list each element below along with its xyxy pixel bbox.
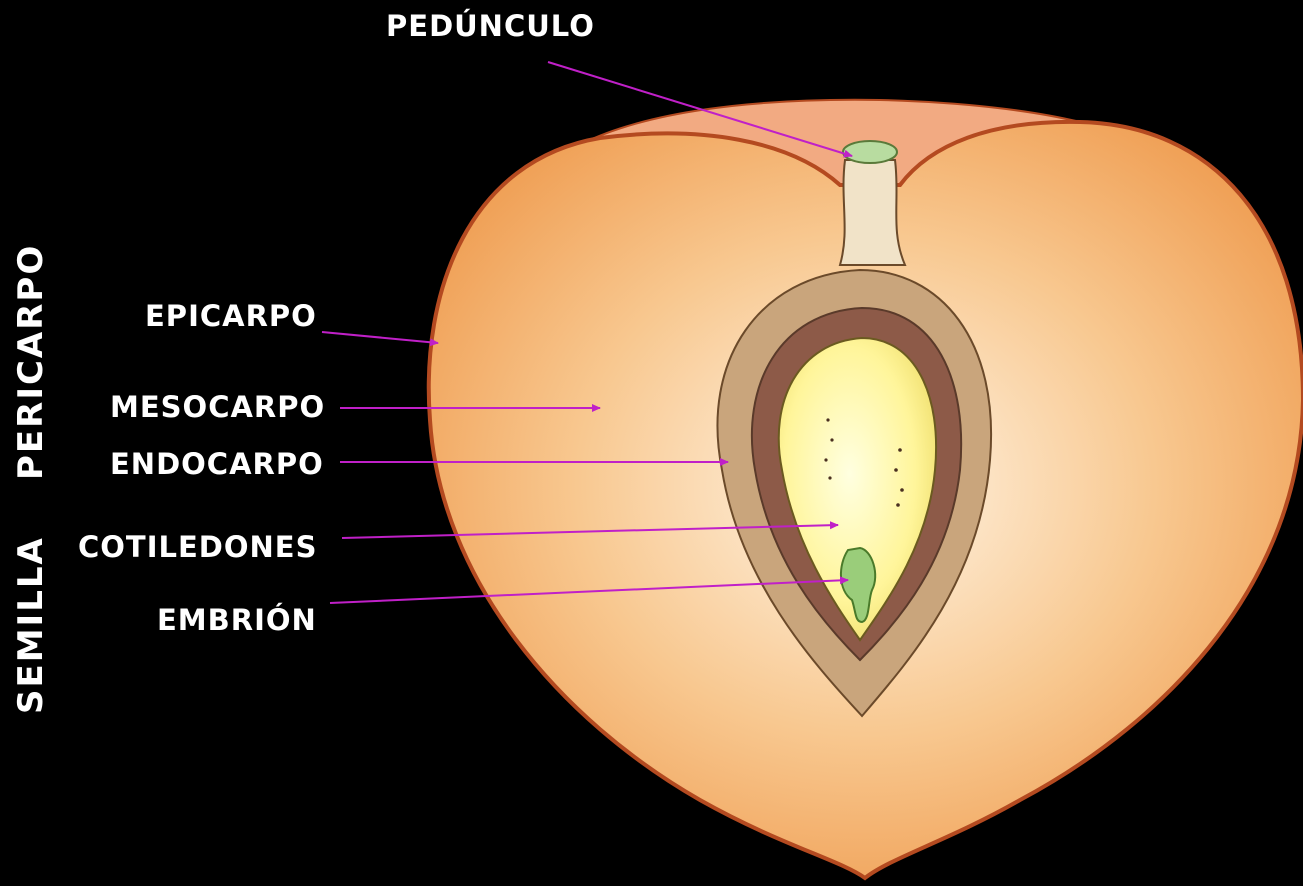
label-peduncle: PEDÚNCULO <box>386 12 595 41</box>
group-label-pericarp: PERICARPO <box>14 244 48 480</box>
label-cotyledons: COTILEDONES <box>78 533 318 562</box>
arrow-epicarp <box>322 332 438 343</box>
label-endocarp: ENDOCARPO <box>110 450 324 479</box>
group-label-seed: SEMILLA <box>14 536 48 714</box>
stalk <box>840 160 905 265</box>
label-epicarp: EPICARPO <box>145 302 317 331</box>
label-embryo: EMBRIÓN <box>157 606 317 635</box>
stalk-tip <box>843 141 897 163</box>
label-mesocarp: MESOCARPO <box>110 393 325 422</box>
